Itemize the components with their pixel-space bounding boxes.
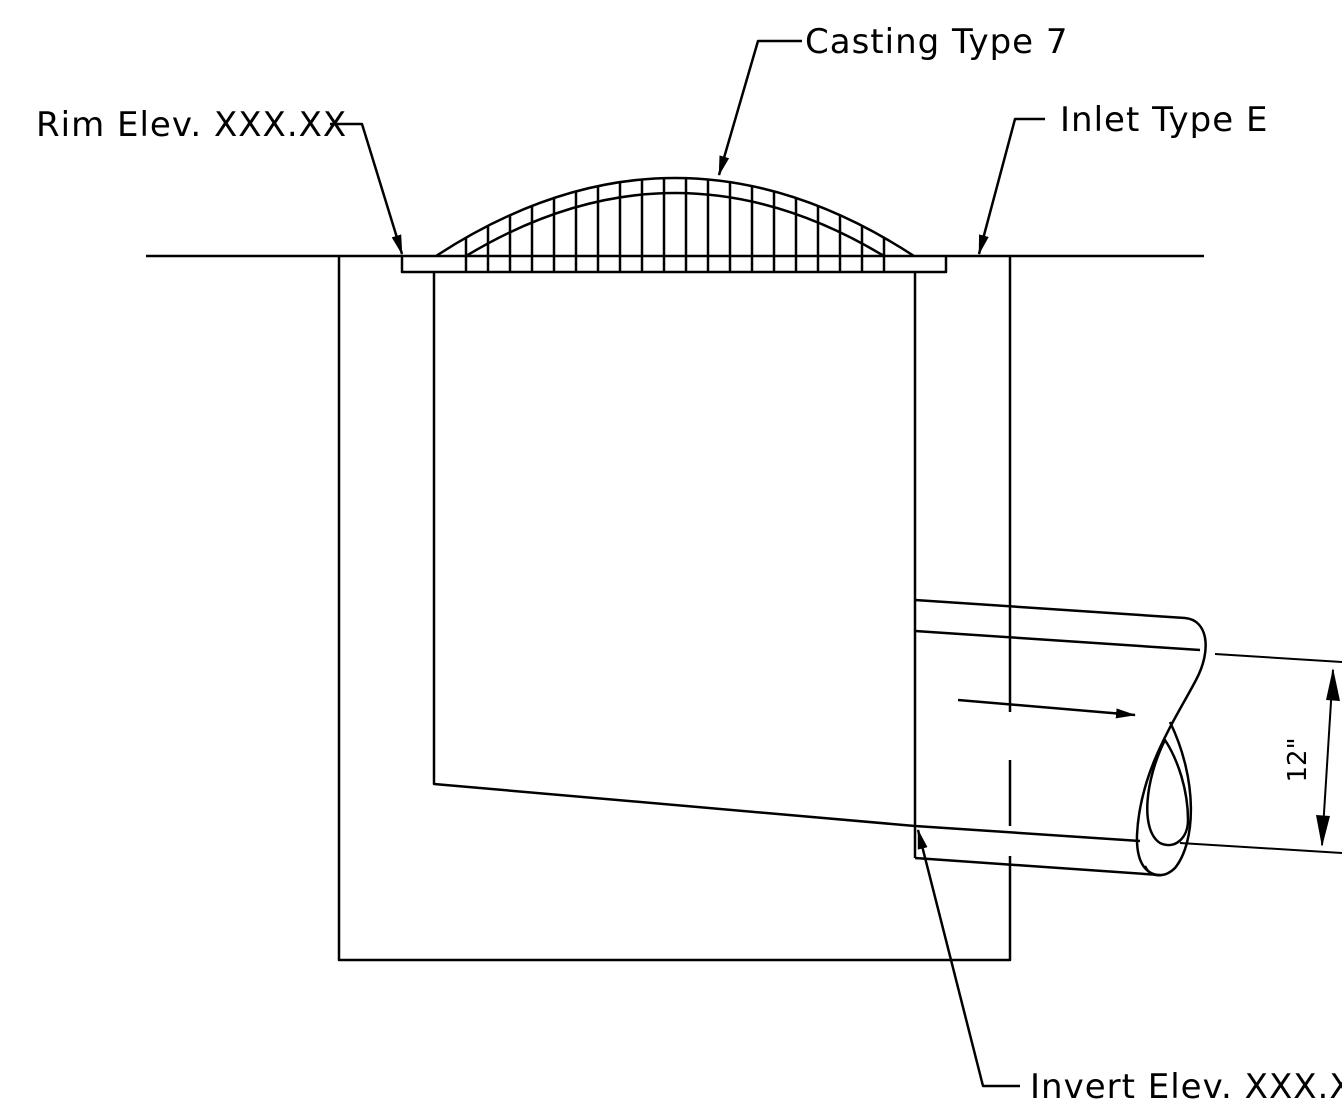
- flow-arrow: [957, 698, 1136, 719]
- dimension-arrow-bottom: [1316, 815, 1330, 847]
- grate-bars: [464, 178, 886, 272]
- casting-frame: [400, 254, 948, 274]
- inlet-type-label: Inlet Type E: [1060, 100, 1268, 140]
- dimension-extension-bottom: [1179, 842, 1342, 854]
- invert-leader: [916, 829, 1020, 1088]
- inlet-leader: [977, 117, 1045, 255]
- invert-elev-label: Invert Elev. XXX.XX: [1030, 1067, 1342, 1107]
- rim-elev-label: Rim Elev. XXX.XX: [36, 105, 347, 145]
- dimension-arrow-top: [1326, 668, 1340, 701]
- pipe-break-lobe: [1146, 738, 1190, 847]
- dimension-extension-top: [1214, 653, 1342, 663]
- pipe-invert-line: [914, 824, 1141, 843]
- grate-dome-outer: [435, 176, 915, 258]
- rim-leader: [330, 122, 404, 255]
- inner-chamber-floor: [432, 272, 916, 828]
- pipe-crown-line: [914, 629, 1201, 652]
- dimension-label: 12": [1283, 737, 1313, 782]
- outlet-pipe-outline: [914, 598, 1207, 877]
- outer-structure-wall: [337, 256, 1012, 962]
- casting-type-label: Casting Type 7: [805, 22, 1069, 62]
- pipe-break-back: [1143, 721, 1193, 877]
- casting-leader: [717, 39, 802, 176]
- grate-dome-inner: [465, 191, 885, 258]
